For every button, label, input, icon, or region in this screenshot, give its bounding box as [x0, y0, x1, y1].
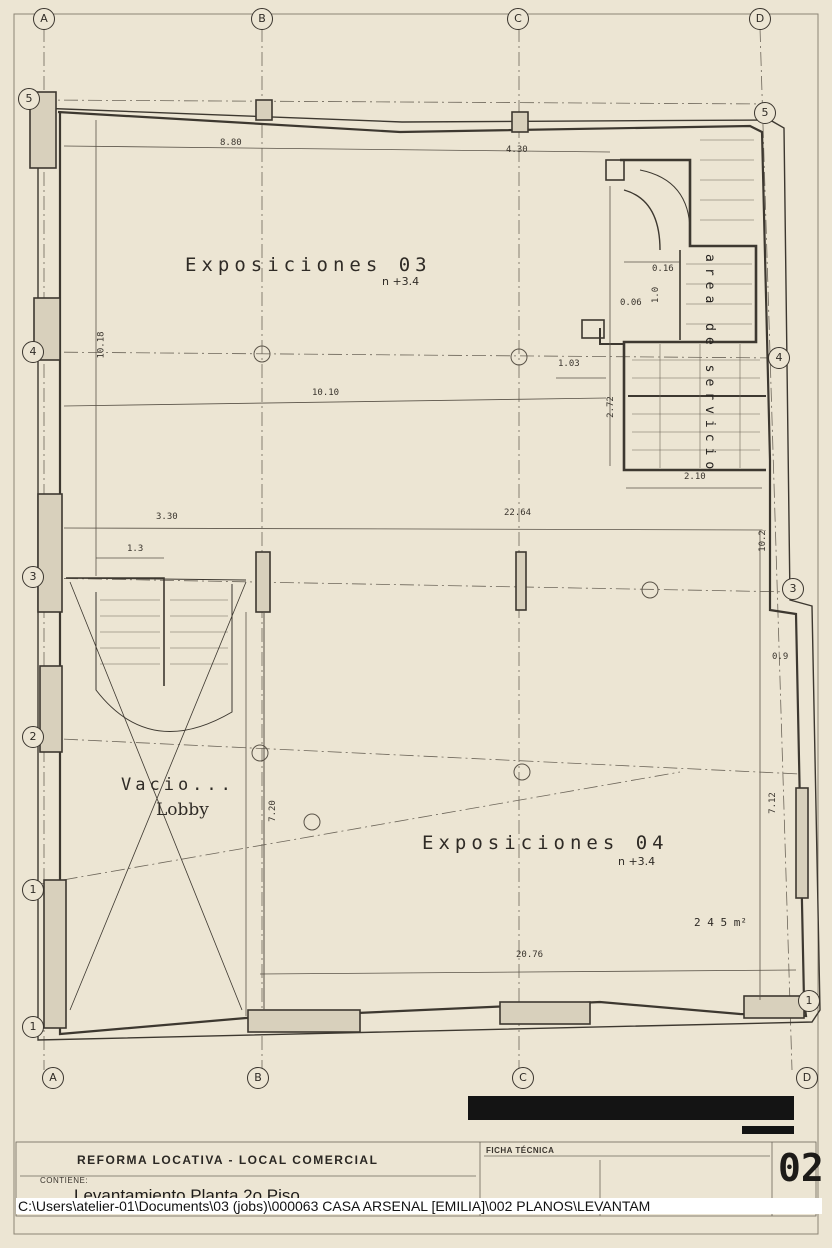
- service-area-label: area de servicio: [702, 254, 717, 476]
- lobby-label-name: Lobby: [156, 800, 209, 820]
- room-area-expo04: 2 4 5 m²: [694, 916, 747, 929]
- dim-center-vertical: 7.20: [267, 800, 278, 822]
- project-title: Reforma Locativa - Local Comercial: [77, 1153, 379, 1167]
- dim-svc-c: 1.0: [651, 286, 662, 304]
- tech-sheet-header: FICHA TÉCNICA: [486, 1146, 555, 1155]
- dim-right-upper: 10.2: [757, 530, 768, 552]
- dim-right-small: 0.9: [772, 652, 789, 662]
- wall-openings: [29, 91, 809, 1033]
- axis-bubble-4-left: 4: [22, 341, 44, 363]
- axis-bubble-5-left: 5: [18, 88, 40, 110]
- dim-mid: 22.64: [504, 508, 532, 518]
- axis-bubble-c-bottom: C: [512, 1067, 534, 1089]
- lobby-label-void: Vacio...: [121, 775, 235, 795]
- axis-bubble-c-top: C: [507, 8, 529, 30]
- dim-stair-width: 1.3: [127, 544, 144, 554]
- lobby-stair: [65, 577, 247, 1011]
- axis-bubble-b-bottom: B: [247, 1067, 269, 1089]
- dim-svc-b: 0.06: [620, 298, 642, 308]
- service-core: [581, 139, 766, 472]
- axis-bubble-1-bottom: 1: [22, 1016, 44, 1038]
- room-level-expo04: n +3.4: [618, 855, 656, 868]
- dim-right-vertical: 7.12: [767, 792, 778, 814]
- axis-bubble-b-top: B: [251, 8, 273, 30]
- axis-bubble-d-bottom: D: [796, 1067, 818, 1089]
- sheet-number: 02: [778, 1146, 824, 1190]
- contains-label: CONTIENE:: [40, 1176, 89, 1185]
- dim-left-vertical: 10.18: [96, 331, 107, 359]
- outer-walls: [37, 107, 821, 1041]
- dim-left-upper: 3.30: [156, 512, 178, 522]
- axis-bubble-2-left: 2: [22, 726, 44, 748]
- axis-bubble-d-top: D: [749, 8, 771, 30]
- axis-bubble-a-bottom: A: [42, 1067, 64, 1089]
- axis-bubble-4-right: 4: [768, 347, 790, 369]
- dim-top-left: 8.80: [220, 138, 242, 148]
- columns: [251, 345, 659, 1010]
- axis-bubble-3-left: 3: [22, 566, 44, 588]
- axis-bubble-3-right: 3: [782, 578, 804, 600]
- redaction-bar: [468, 1096, 794, 1120]
- redaction-bar-small: [742, 1126, 794, 1134]
- dim-top-right: 4.30: [506, 145, 528, 155]
- room-level-expo03: n +3.4: [382, 275, 420, 288]
- grid-axes: [39, 27, 801, 1071]
- file-path-bar: C:\Users\atelier-01\Documents\03 (jobs)\…: [16, 1198, 822, 1214]
- axis-bubble-5-right: 5: [754, 102, 776, 124]
- dim-svc-a: 0.16: [652, 264, 674, 274]
- axis-bubble-a-top: A: [33, 8, 55, 30]
- dimension-lines: [63, 120, 797, 1016]
- dim-span-upper: 10.10: [312, 388, 340, 398]
- dim-bottom: 20.76: [516, 950, 544, 960]
- dim-bath: 1.03: [558, 359, 580, 369]
- dim-svc-width: 2.10: [684, 472, 706, 482]
- room-label-expo04: Exposiciones 04: [422, 832, 669, 854]
- title-block-frame: [15, 1141, 817, 1217]
- dim-svc-d: 2.72: [605, 396, 616, 418]
- room-label-expo03: Exposiciones 03: [185, 254, 432, 276]
- axis-bubble-1-left: 1: [22, 879, 44, 901]
- axis-bubble-1-right: 1: [798, 990, 820, 1012]
